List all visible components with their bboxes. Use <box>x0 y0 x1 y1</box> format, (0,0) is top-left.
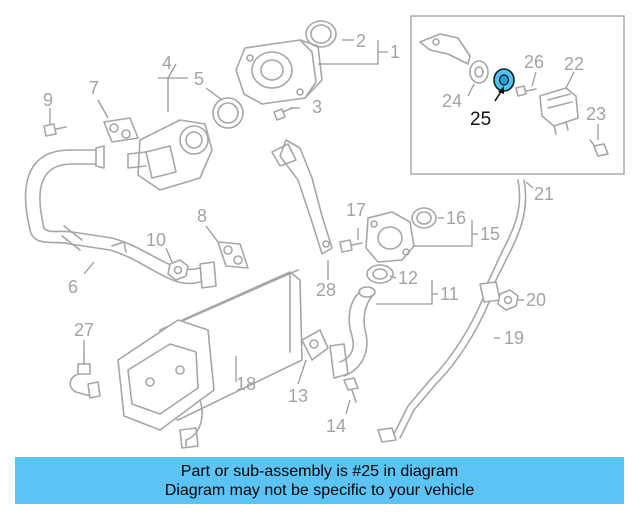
gasket-ring <box>305 20 337 48</box>
bracket-28 <box>271 139 333 255</box>
callout-16: 16 <box>446 208 466 228</box>
callout-numbers: 1 2 3 4 5 6 7 8 9 10 11 12 13 14 15 16 1… <box>43 31 606 436</box>
callout-27: 27 <box>74 320 94 340</box>
nut-20 <box>497 289 519 311</box>
gasket-16 <box>411 207 437 229</box>
callout-26: 26 <box>524 52 544 72</box>
pressure-sensor-22 <box>539 87 579 135</box>
bolt-23 <box>589 139 609 157</box>
gasket-5 <box>212 97 244 129</box>
gasket-7 <box>103 117 139 143</box>
callout-18: 18 <box>236 374 256 394</box>
callout-24: 24 <box>442 91 462 111</box>
callout-4: 4 <box>162 53 172 73</box>
callout-23: 23 <box>586 104 606 124</box>
nut-10 <box>167 259 189 281</box>
callout-28: 28 <box>316 280 336 300</box>
grommet-24 <box>469 60 489 84</box>
callout-15: 15 <box>480 224 500 244</box>
bolt-9 <box>43 123 67 137</box>
egr-pipe <box>24 145 217 289</box>
callout-2: 2 <box>356 31 366 51</box>
egr-cooler-valve <box>127 119 213 191</box>
callout-17: 17 <box>346 200 366 220</box>
banner-line-1: Part or sub-assembly is #25 in diagram <box>180 462 459 480</box>
egr-cooler <box>117 269 303 449</box>
gasket-13 <box>301 329 329 361</box>
gasket-8 <box>217 241 249 269</box>
callout-6: 6 <box>68 277 78 297</box>
egr-valve-housing <box>235 39 323 105</box>
callout-5: 5 <box>194 69 204 89</box>
o-ring-12 <box>366 264 394 284</box>
bolt-26 <box>515 85 537 97</box>
callout-13: 13 <box>288 386 308 406</box>
callout-22: 22 <box>564 54 584 74</box>
callout-3: 3 <box>312 97 322 117</box>
inset-box <box>410 15 625 175</box>
callout-14: 14 <box>326 416 346 436</box>
callout-8: 8 <box>197 206 207 226</box>
leader-lines <box>49 39 599 415</box>
tube-21 <box>479 179 527 303</box>
banner-line-2: Diagram may not be specific to your vehi… <box>164 481 475 499</box>
callout-11: 11 <box>440 284 459 304</box>
pipe-19 <box>377 295 491 443</box>
pipe-11 <box>329 286 376 379</box>
callout-19: 19 <box>504 328 524 348</box>
bolt-3 <box>273 107 293 121</box>
callout-21: 21 <box>534 184 554 204</box>
bolt-17 <box>339 239 363 253</box>
callout-9: 9 <box>43 90 53 110</box>
inset-bracket <box>419 33 471 65</box>
callout-25-highlighted: 25 <box>470 109 491 130</box>
info-banner: Part or sub-assembly is #25 in diagram D… <box>15 457 624 504</box>
bolt-14 <box>343 377 359 403</box>
highlighted-part-25 <box>493 68 515 92</box>
callout-12: 12 <box>398 268 418 288</box>
temp-sensor-27 <box>69 349 101 399</box>
callout-10: 10 <box>146 230 166 250</box>
flange-15 <box>365 211 415 263</box>
callout-7: 7 <box>89 78 99 98</box>
callout-1: 1 <box>390 42 400 62</box>
callout-20: 20 <box>526 290 546 310</box>
